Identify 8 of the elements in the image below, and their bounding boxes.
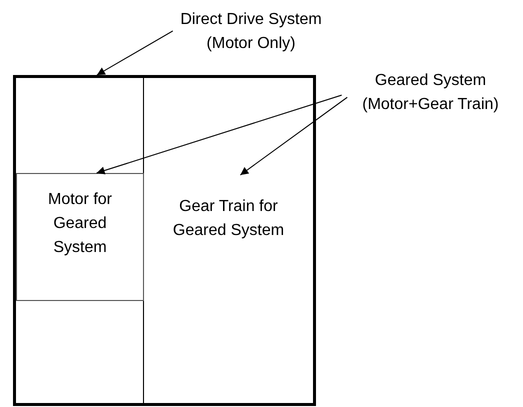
arrow xyxy=(240,96,348,176)
node-label: Motor for Geared System xyxy=(46,190,113,258)
node-label: Geared System (Motor+Gear Train) xyxy=(361,71,500,115)
outer-box xyxy=(13,75,316,406)
node-label: Gear Train for Geared System xyxy=(172,197,286,241)
arrow xyxy=(96,30,174,76)
node-label: Direct Drive System (Motor Only) xyxy=(179,10,323,54)
arrow xyxy=(96,94,342,174)
